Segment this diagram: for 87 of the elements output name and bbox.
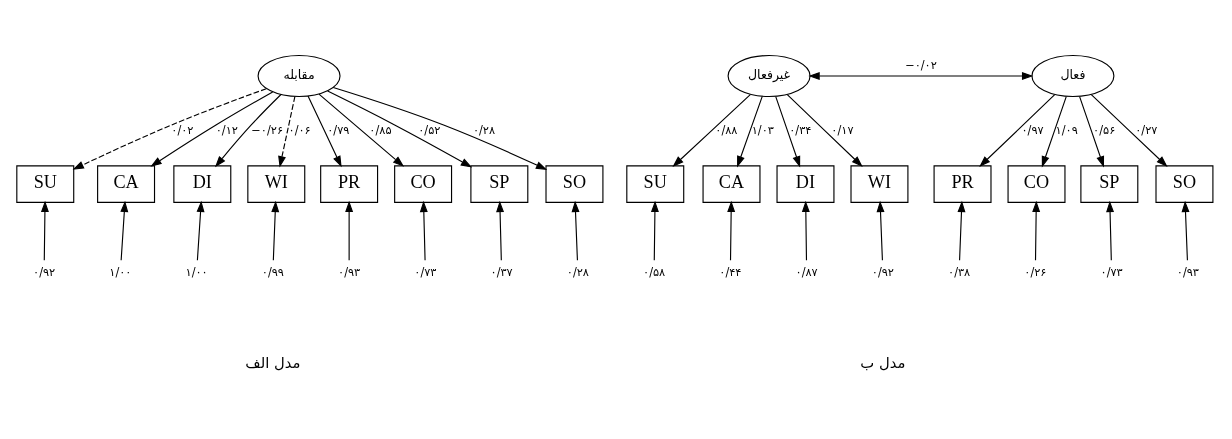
node-text: ۱/۰۰ [109, 264, 132, 279]
edge-label: ۰/۰۲ [171, 122, 194, 137]
arrow [327, 90, 473, 167]
edge-label: ۰/۱۲ [215, 122, 238, 137]
node-text: ۰/۷۳ [1100, 264, 1123, 279]
node-text: ۰/۹۹ [261, 264, 284, 279]
arrow [419, 200, 428, 261]
edge-label: ۰/۷۹ [327, 122, 350, 137]
edge-label: ۱/۰۹ [1055, 122, 1078, 137]
arrow [979, 93, 1056, 167]
arrow [957, 200, 966, 261]
arrow [215, 93, 282, 167]
arrow [737, 95, 763, 167]
arrow [571, 200, 580, 261]
arrow [40, 200, 49, 261]
node-text: ۰/۵۸ [643, 264, 666, 279]
node-box: SO [545, 164, 604, 203]
edge-label: ۰/۱۷ [831, 122, 854, 137]
node-box: SO [1155, 164, 1214, 203]
arrow [120, 200, 129, 261]
node-text: ۰/۲۶ [1024, 264, 1047, 279]
node-box: SU [16, 164, 75, 203]
edge-label: ۰/۹۷ [1021, 122, 1044, 137]
arrow [278, 95, 296, 167]
arrow [1032, 200, 1041, 261]
arrow [808, 71, 1034, 80]
node-box: PR [933, 164, 992, 203]
node-text: ۰/۳۸ [948, 264, 971, 279]
arrow [672, 93, 751, 167]
node-text: ۰/۸۷ [795, 264, 818, 279]
node-box: CO [1007, 164, 1066, 203]
node-text: ۰/۴۴ [719, 264, 742, 279]
node-text: ۰/۹۳ [1176, 264, 1199, 279]
node-ellipse: مقابله [257, 54, 341, 97]
edge-label: −۰/۰۲ [905, 57, 937, 72]
label: مدل ب [860, 353, 906, 371]
arrow [1090, 93, 1168, 167]
node-text: ۰/۹۲ [871, 264, 894, 279]
arrow [801, 200, 810, 261]
edge-label: ۰/۲۷ [1135, 122, 1158, 137]
edge-label: −۰/۲۶ [251, 122, 284, 137]
arrow [727, 200, 736, 261]
node-box: WI [247, 164, 306, 203]
arrow [150, 90, 274, 167]
edge-label: ۱/۰۳ [751, 122, 774, 137]
node-text: ۰/۹۳ [338, 264, 361, 279]
node-box: CA [97, 164, 156, 203]
arrow [650, 200, 659, 261]
arrow [271, 200, 280, 261]
node-box: SP [1080, 164, 1139, 203]
arrow [786, 93, 863, 167]
arrow [1106, 200, 1115, 261]
arrow [1181, 200, 1190, 261]
node-box: SP [470, 164, 529, 203]
node-box: CA [702, 164, 761, 203]
edge-label: ۰/۲۸ [472, 122, 496, 137]
node-text: ۰/۷۳ [414, 264, 437, 279]
node-box: DI [776, 164, 835, 203]
edge-label: ۰/۰۶ [288, 122, 311, 137]
arrow [876, 200, 885, 261]
arrow [318, 93, 405, 167]
node-box: DI [173, 164, 232, 203]
node-text: ۰/۹۲ [33, 264, 56, 279]
arrow [307, 95, 342, 167]
node-text: ۱/۰۰ [185, 264, 208, 279]
node-box: CO [394, 164, 453, 203]
edge-label: ۰/۳۴ [789, 122, 812, 137]
node-text: ۰/۳۷ [490, 264, 513, 279]
label: مدل الف [245, 353, 301, 371]
arrow [72, 87, 267, 170]
arrow [1041, 95, 1067, 167]
arrow [332, 86, 548, 170]
node-text: ۰/۲۸ [566, 264, 589, 279]
node-box: PR [320, 164, 379, 203]
node-ellipse: غیرفعال [727, 54, 811, 97]
edge-label: ۰/۸۵ [369, 122, 392, 137]
arrow [345, 200, 354, 261]
arrow [196, 200, 205, 261]
edge-label: ۰/۵۲ [418, 122, 441, 137]
arrow [496, 200, 505, 261]
edge-label: ۰/۸۸ [715, 122, 738, 137]
edge-label: ۰/۵۶ [1093, 122, 1116, 137]
arrow [775, 95, 801, 167]
arrow [1079, 95, 1105, 167]
node-box: SU [626, 164, 685, 203]
node-ellipse: فعال [1031, 54, 1115, 97]
node-box: WI [850, 164, 909, 203]
